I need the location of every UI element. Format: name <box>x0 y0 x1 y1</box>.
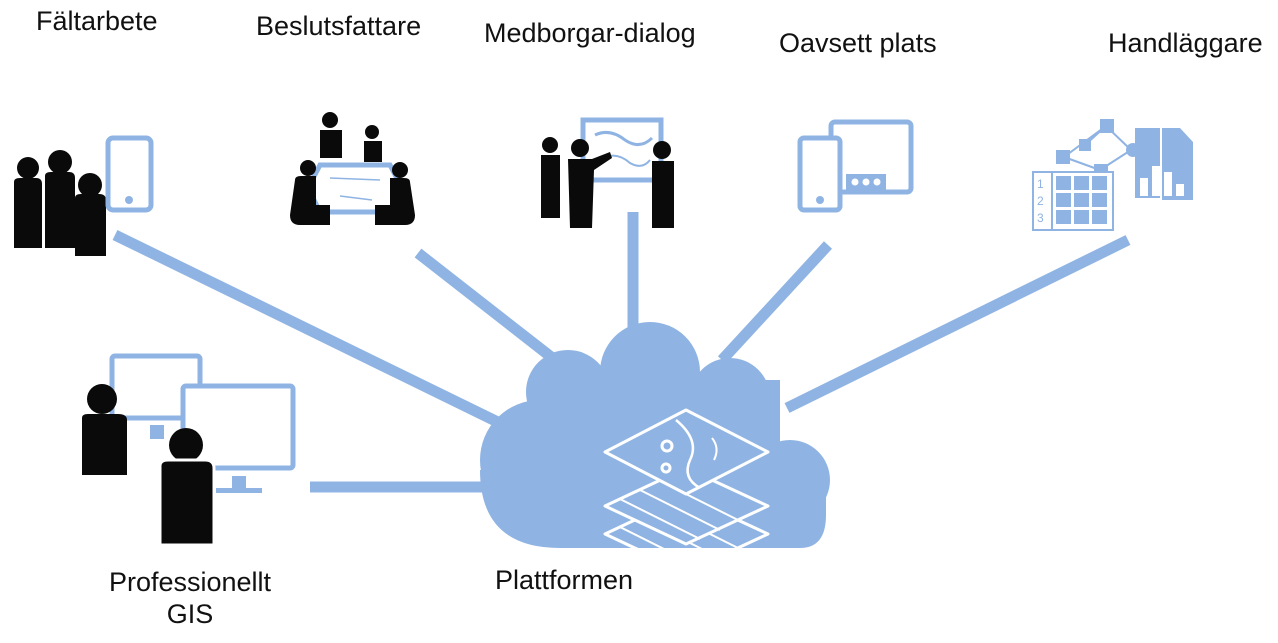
label-professionellt-gis: Professionellt GIS <box>100 566 280 631</box>
table-row-number-3: 3 <box>1037 211 1044 225</box>
connector-faltarbete <box>112 230 513 433</box>
phone-and-tablet-icon <box>797 119 914 213</box>
connectors <box>112 212 1131 493</box>
label-oavsett-plats: Oavsett plats <box>779 28 937 58</box>
meeting-table-icon <box>290 112 415 225</box>
connector-beslutsfattare <box>414 248 559 365</box>
table-row-number-1: 1 <box>1037 177 1044 191</box>
field-workers-icon <box>14 135 154 256</box>
label-professionellt: Professionellt <box>108 567 272 597</box>
table-row-number-2: 2 <box>1037 194 1044 208</box>
connector-oavsett <box>717 241 833 364</box>
map-layers-icon <box>603 408 770 574</box>
presentation-map-icon <box>541 117 674 228</box>
label-medborgar-dialog: Medborgar-dialog <box>484 18 696 48</box>
label-beslutsfattare: Beslutsfattare <box>256 11 422 41</box>
network-table-chart-icon: 1 2 3 <box>1032 119 1193 231</box>
label-plattformen: Plattformen <box>495 565 634 595</box>
users-at-desktops-icon <box>82 353 296 547</box>
connector-handlaggare <box>784 235 1131 413</box>
label-handlaggare: Handläggare <box>1108 28 1263 58</box>
label-gis: GIS <box>166 599 214 630</box>
label-faltarbete: Fältarbete <box>36 6 158 36</box>
